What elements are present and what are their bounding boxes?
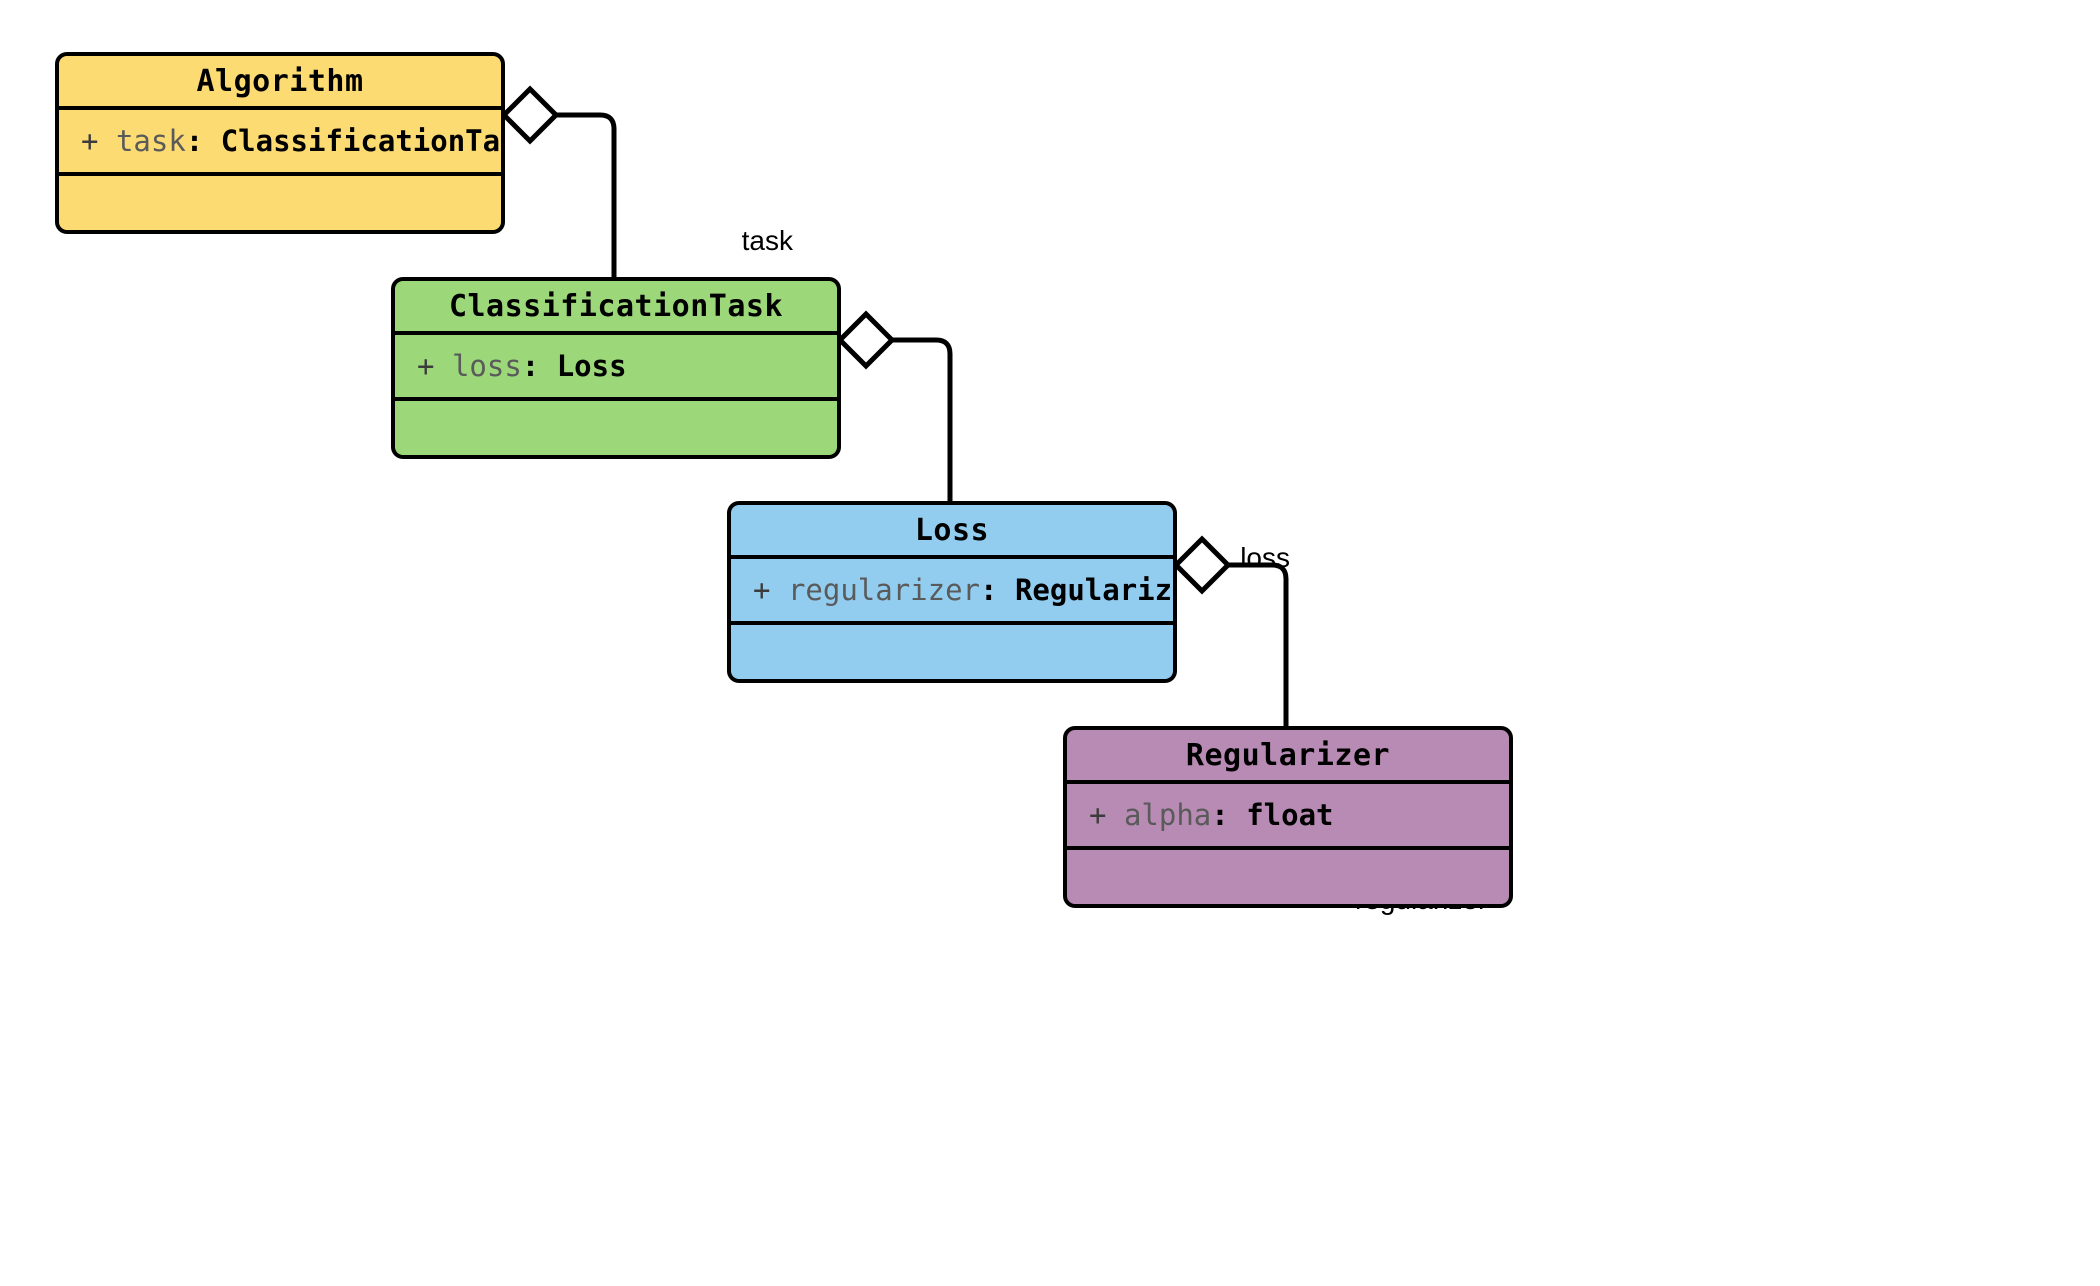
aggregation-diamond-icon [836, 310, 896, 370]
relation-regularizer[interactable] [1172, 535, 1289, 731]
uml-class-title: Algorithm [59, 56, 501, 110]
relation-loss[interactable] [836, 310, 953, 506]
relation-task[interactable] [500, 85, 617, 282]
uml-class-algorithm[interactable]: Algorithm + task: ClassificationTask [55, 52, 505, 234]
attribute-name: task [115, 123, 186, 158]
uml-attributes-compartment: + task: ClassificationTask [59, 110, 501, 176]
uml-attribute-row: + loss: Loss [417, 348, 627, 383]
uml-methods-compartment [395, 401, 837, 455]
uml-class-classification-task[interactable]: ClassificationTask + loss: Loss [391, 277, 841, 459]
attribute-colon: : [980, 572, 998, 607]
attribute-name-spacer [1106, 798, 1123, 832]
aggregation-diamond-icon [1172, 535, 1232, 595]
attribute-colon: : [185, 123, 204, 158]
attribute-type-spacer [997, 573, 1014, 607]
attribute-type: float [1246, 797, 1334, 832]
attribute-type-spacer [539, 349, 556, 383]
uml-methods-compartment [731, 625, 1173, 679]
attribute-type-spacer [1229, 798, 1246, 832]
uml-attributes-compartment: + alpha: float [1067, 784, 1509, 850]
relation-regularizer-line [1228, 562, 1289, 731]
attribute-visibility: + [1089, 797, 1107, 832]
uml-attribute-row: + alpha: float [1089, 797, 1334, 832]
uml-attributes-compartment: + regularizer: Regularizer [731, 559, 1173, 625]
attribute-name: regularizer [787, 572, 980, 607]
relation-task-line [556, 112, 617, 282]
attribute-visibility: + [81, 123, 99, 158]
attribute-name-spacer [434, 349, 451, 383]
uml-class-regularizer[interactable]: Regularizer + alpha: float [1063, 726, 1513, 908]
attribute-type-spacer [203, 124, 220, 158]
uml-attributes-compartment: + loss: Loss [395, 335, 837, 401]
attribute-colon: : [521, 348, 540, 383]
attribute-name-spacer [98, 124, 115, 158]
attribute-type: Loss [556, 348, 627, 383]
uml-methods-compartment [1067, 850, 1509, 904]
attribute-name: loss [451, 348, 522, 383]
attribute-type: Regularizer [1014, 572, 1173, 607]
attribute-type: ClassificationTask [220, 123, 505, 158]
relation-loss-line [892, 337, 953, 506]
relation-label-loss: loss [1240, 542, 1290, 573]
attribute-name-spacer [770, 573, 787, 607]
uml-attribute-row: + regularizer: Regularizer [753, 572, 1173, 607]
relation-label-task: task [741, 225, 793, 256]
uml-class-title: Loss [731, 505, 1173, 559]
uml-methods-compartment [59, 176, 501, 230]
attribute-visibility: + [417, 348, 435, 383]
attribute-colon: : [1211, 797, 1229, 832]
uml-class-loss[interactable]: Loss + regularizer: Regularizer [727, 501, 1177, 683]
aggregation-diamond-icon [500, 85, 560, 145]
uml-class-title: ClassificationTask [395, 281, 837, 335]
uml-attribute-row: + task: ClassificationTask [81, 123, 505, 158]
uml-class-title: Regularizer [1067, 730, 1509, 784]
attribute-name: alpha [1123, 797, 1212, 832]
attribute-visibility: + [753, 572, 771, 607]
